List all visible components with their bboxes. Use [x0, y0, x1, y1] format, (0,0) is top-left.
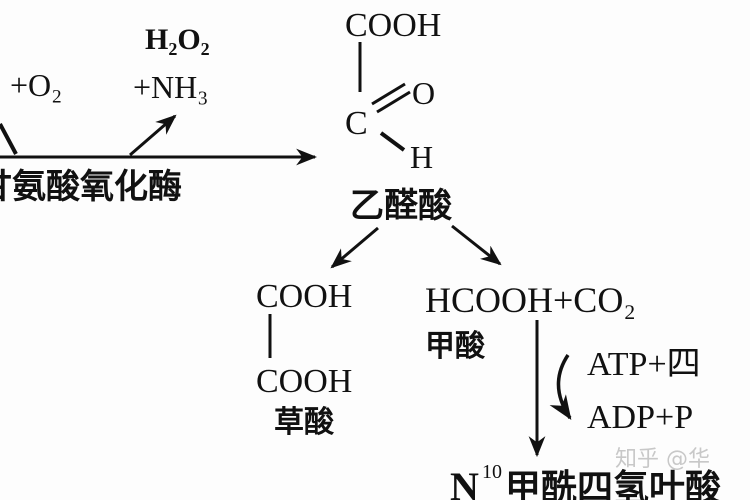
- glyoxylate-name: 乙醛酸: [350, 186, 453, 226]
- product-superscript: 10: [482, 461, 502, 483]
- oxalate-cooh-bottom: COOH: [256, 363, 352, 400]
- glyoxylate-c: C: [345, 105, 368, 142]
- watermark: 知乎 @华: [615, 447, 710, 472]
- double-bond-line-1: [371, 82, 406, 106]
- enzyme-label: 甘氨酸氧化酶: [0, 167, 182, 207]
- double-bond-line-2: [376, 90, 411, 114]
- formate-name: 甲酸: [425, 329, 486, 364]
- glyoxylate-o: O: [412, 75, 435, 111]
- to-oxalate-arrow: [330, 226, 379, 269]
- glyoxylate-cooh: COOH: [345, 7, 441, 44]
- oxalate-name: 草酸: [274, 405, 335, 440]
- formate-formula: HCOOH+CO₂: [425, 280, 636, 320]
- to-formate-arrow: [451, 224, 502, 266]
- atp-label: ATP+四: [587, 346, 701, 383]
- o2-label: +O₂: [10, 67, 62, 103]
- atp-curved-arrow: [549, 354, 572, 421]
- ch-bond: [379, 131, 406, 152]
- oxalate-cooh-top: COOH: [256, 278, 352, 315]
- product-name: 甲酰四氢叶酸: [505, 468, 721, 500]
- nh3-label: +NH₃: [133, 69, 208, 105]
- glyoxylate-h: H: [410, 139, 433, 175]
- adp-label: ADP+P: [587, 399, 693, 436]
- product-release-arrow: [129, 114, 177, 157]
- o2-arrow: [0, 123, 18, 155]
- h2o2-label: H₂O₂: [145, 23, 210, 56]
- product-n: N: [450, 464, 479, 500]
